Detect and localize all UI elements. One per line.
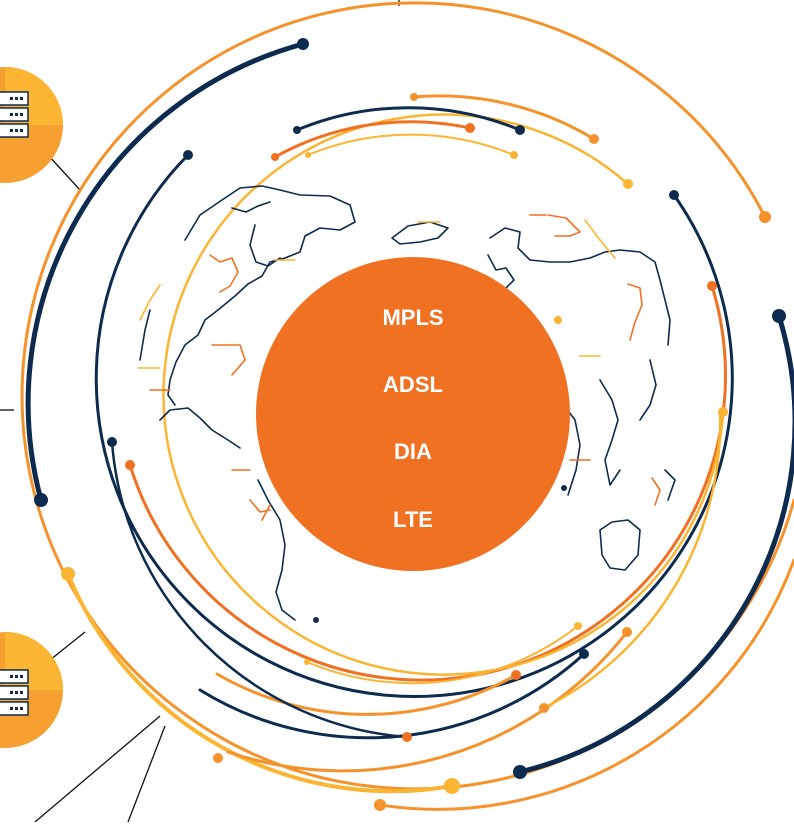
- arc-top-1: [412, 94, 596, 141]
- endpoint-dots: [34, 38, 786, 811]
- arc-top-4: [307, 133, 515, 156]
- navy-inner-ring: [94, 153, 734, 698]
- server-node-top: [0, 67, 63, 183]
- central-hub-circle: [256, 257, 570, 571]
- connector-lines: [0, 0, 400, 823]
- server-node-bottom: [0, 632, 63, 748]
- arc-bottom-2: [215, 672, 518, 716]
- amber-arc-left: [66, 572, 454, 794]
- arc-right-inner: [542, 410, 722, 710]
- hub-label-mpls: MPLS: [382, 305, 444, 330]
- arc-bottom-1: [306, 625, 579, 685]
- server-icon: [0, 91, 29, 138]
- arc-top-2: [295, 106, 522, 132]
- hub-labels: MPLS ADSL DIA LTE: [256, 257, 570, 571]
- navy-arc-right: [517, 313, 794, 775]
- world-map-outline: [137, 185, 676, 621]
- arc-top-3: [273, 120, 472, 159]
- hub-label-adsl: ADSL: [383, 372, 443, 397]
- amber-innermost-ring: [162, 113, 725, 676]
- navy-arc-left: [25, 41, 306, 503]
- arc-bottom-4: [226, 630, 629, 773]
- orange-arc-bottom: [378, 558, 794, 811]
- outer-ring-arcs: [20, 1, 794, 811]
- arc-bottom-5: [110, 440, 409, 739]
- server-icon: [0, 669, 29, 716]
- hub-label-dia: DIA: [394, 439, 432, 464]
- hub-label-lte: LTE: [393, 507, 433, 532]
